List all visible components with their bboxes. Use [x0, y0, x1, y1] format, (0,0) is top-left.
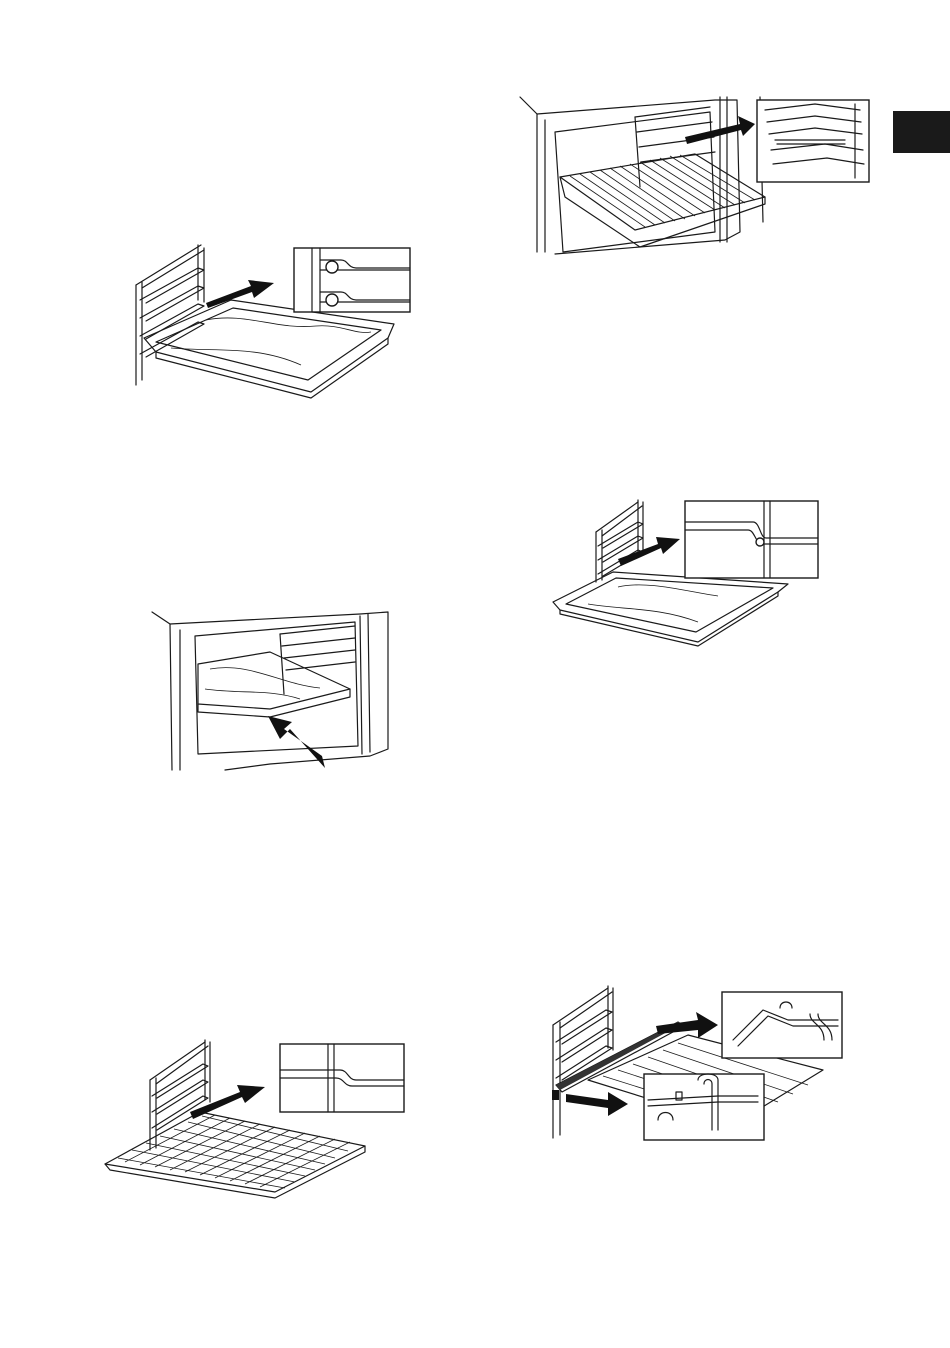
figure-rack-telescopic	[548, 980, 848, 1145]
baking-tray-on-shelf-guide-icon	[126, 240, 416, 405]
wire-rack-pulled-from-oven-icon	[515, 92, 875, 262]
wire-rack-telescopic-runner-icon	[548, 980, 848, 1145]
figure-tray-insert-side	[126, 240, 416, 405]
baking-tray-pushed-into-oven-icon	[150, 604, 395, 774]
figure-tray-guide-stop	[548, 492, 828, 652]
wire-rack-on-shelf-guide-icon	[100, 1030, 410, 1200]
baking-tray-guide-stop-icon	[548, 492, 828, 652]
section-tab	[893, 111, 950, 153]
figure-rack-on-guide	[100, 1030, 410, 1200]
figure-tray-into-oven	[150, 604, 395, 774]
figure-rack-remove-oven	[515, 92, 875, 262]
